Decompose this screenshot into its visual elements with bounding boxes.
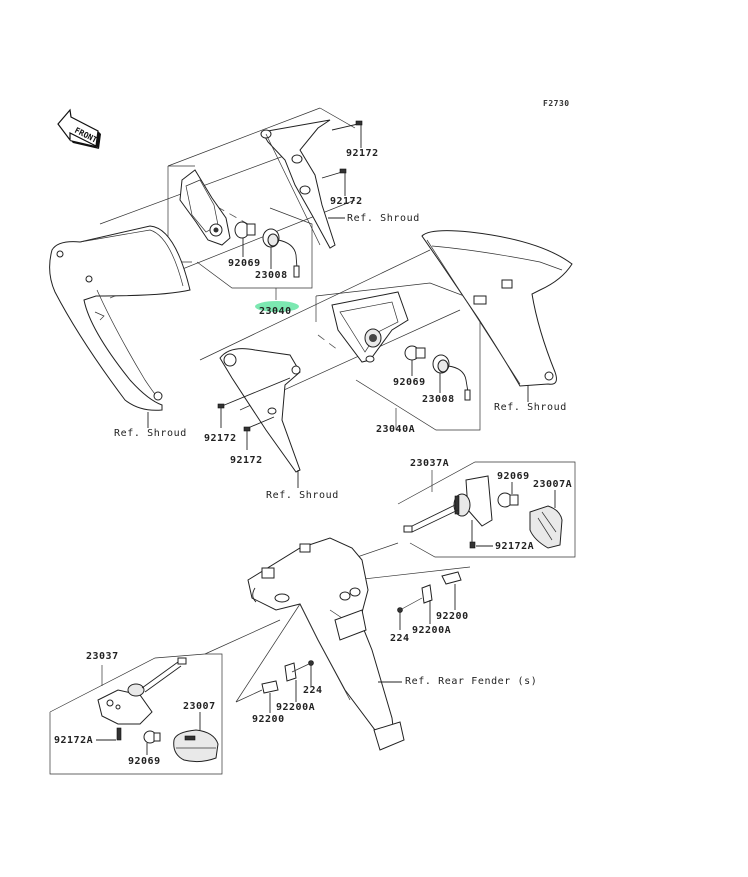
bulb-92069-middle xyxy=(404,345,426,376)
ref-label-shroud: Ref. Shroud xyxy=(347,213,420,224)
rear-right-turn-signal xyxy=(403,475,493,533)
selected-part-highlight xyxy=(255,301,299,312)
left-shroud xyxy=(49,225,191,428)
part-label-23040[interactable]: 23040 xyxy=(259,306,292,317)
part-label-92172[interactable]: 92172 xyxy=(204,433,237,444)
plate-parts-left xyxy=(235,603,314,713)
part-label-92172A[interactable]: 92172A xyxy=(54,735,94,746)
part-label-23008[interactable]: 23008 xyxy=(422,394,455,405)
screw-92172-top2 xyxy=(321,168,347,196)
part-label-92069[interactable]: 92069 xyxy=(393,377,426,388)
right-shroud xyxy=(421,230,573,402)
plate-parts-right xyxy=(354,566,471,630)
part-label-92172[interactable]: 92172 xyxy=(230,455,263,466)
screw-92172A-right xyxy=(469,520,493,549)
lens-23007 xyxy=(173,712,219,763)
rear-left-turn-signal xyxy=(97,657,187,725)
bulb-92069-rear-right xyxy=(497,482,519,508)
part-label-23007[interactable]: 23007 xyxy=(183,701,216,712)
ref-label-rear-fender: Ref. Rear Fender (s) xyxy=(405,676,538,687)
figure-code: F2730 xyxy=(543,99,570,108)
part-label-92200A[interactable]: 92200A xyxy=(276,702,316,713)
part-label-23040A[interactable]: 23040A xyxy=(376,424,416,435)
part-label-92069[interactable]: 92069 xyxy=(497,471,530,482)
screw-92172A-left xyxy=(96,727,122,741)
socket-23008-upper-left xyxy=(262,228,300,278)
right-front-turn-signal-housing xyxy=(331,291,409,363)
rear-fender xyxy=(247,537,405,751)
bulb-92069-rear-left xyxy=(143,730,161,755)
bulb-92069-upper-left xyxy=(234,221,256,257)
upper-shroud-bracket xyxy=(260,119,336,249)
part-label-92172[interactable]: 92172 xyxy=(346,148,379,159)
part-label-23008[interactable]: 23008 xyxy=(255,270,288,281)
left-front-turn-signal-housing xyxy=(179,169,231,246)
front-arrow-icon: FRONT xyxy=(57,108,101,149)
middle-shroud-bracket xyxy=(219,348,301,488)
ref-label-shroud: Ref. Shroud xyxy=(114,428,187,439)
part-label-23007A[interactable]: 23007A xyxy=(533,479,573,490)
part-label-92200A[interactable]: 92200A xyxy=(412,625,452,636)
lens-23007A xyxy=(529,490,563,549)
screw-92172-top1 xyxy=(331,120,363,148)
part-label-92172A[interactable]: 92172A xyxy=(495,541,535,552)
screw-92172-mid2 xyxy=(243,416,275,450)
part-label-92200[interactable]: 92200 xyxy=(436,611,469,622)
leader-lines-rear-left xyxy=(49,619,281,775)
part-label-224[interactable]: 224 xyxy=(390,633,410,644)
ref-label-shroud: Ref. Shroud xyxy=(266,490,339,501)
part-label-92069[interactable]: 92069 xyxy=(128,756,161,767)
part-label-92069[interactable]: 92069 xyxy=(228,258,261,269)
part-label-92200[interactable]: 92200 xyxy=(252,714,285,725)
socket-23008-middle xyxy=(432,354,471,401)
part-label-92172[interactable]: 92172 xyxy=(330,196,363,207)
part-label-23037[interactable]: 23037 xyxy=(86,651,119,662)
part-label-224[interactable]: 224 xyxy=(303,685,323,696)
part-label-23037A[interactable]: 23037A xyxy=(410,458,450,469)
ref-label-shroud: Ref. Shroud xyxy=(494,402,567,413)
screw-92172-mid1 xyxy=(217,377,291,428)
